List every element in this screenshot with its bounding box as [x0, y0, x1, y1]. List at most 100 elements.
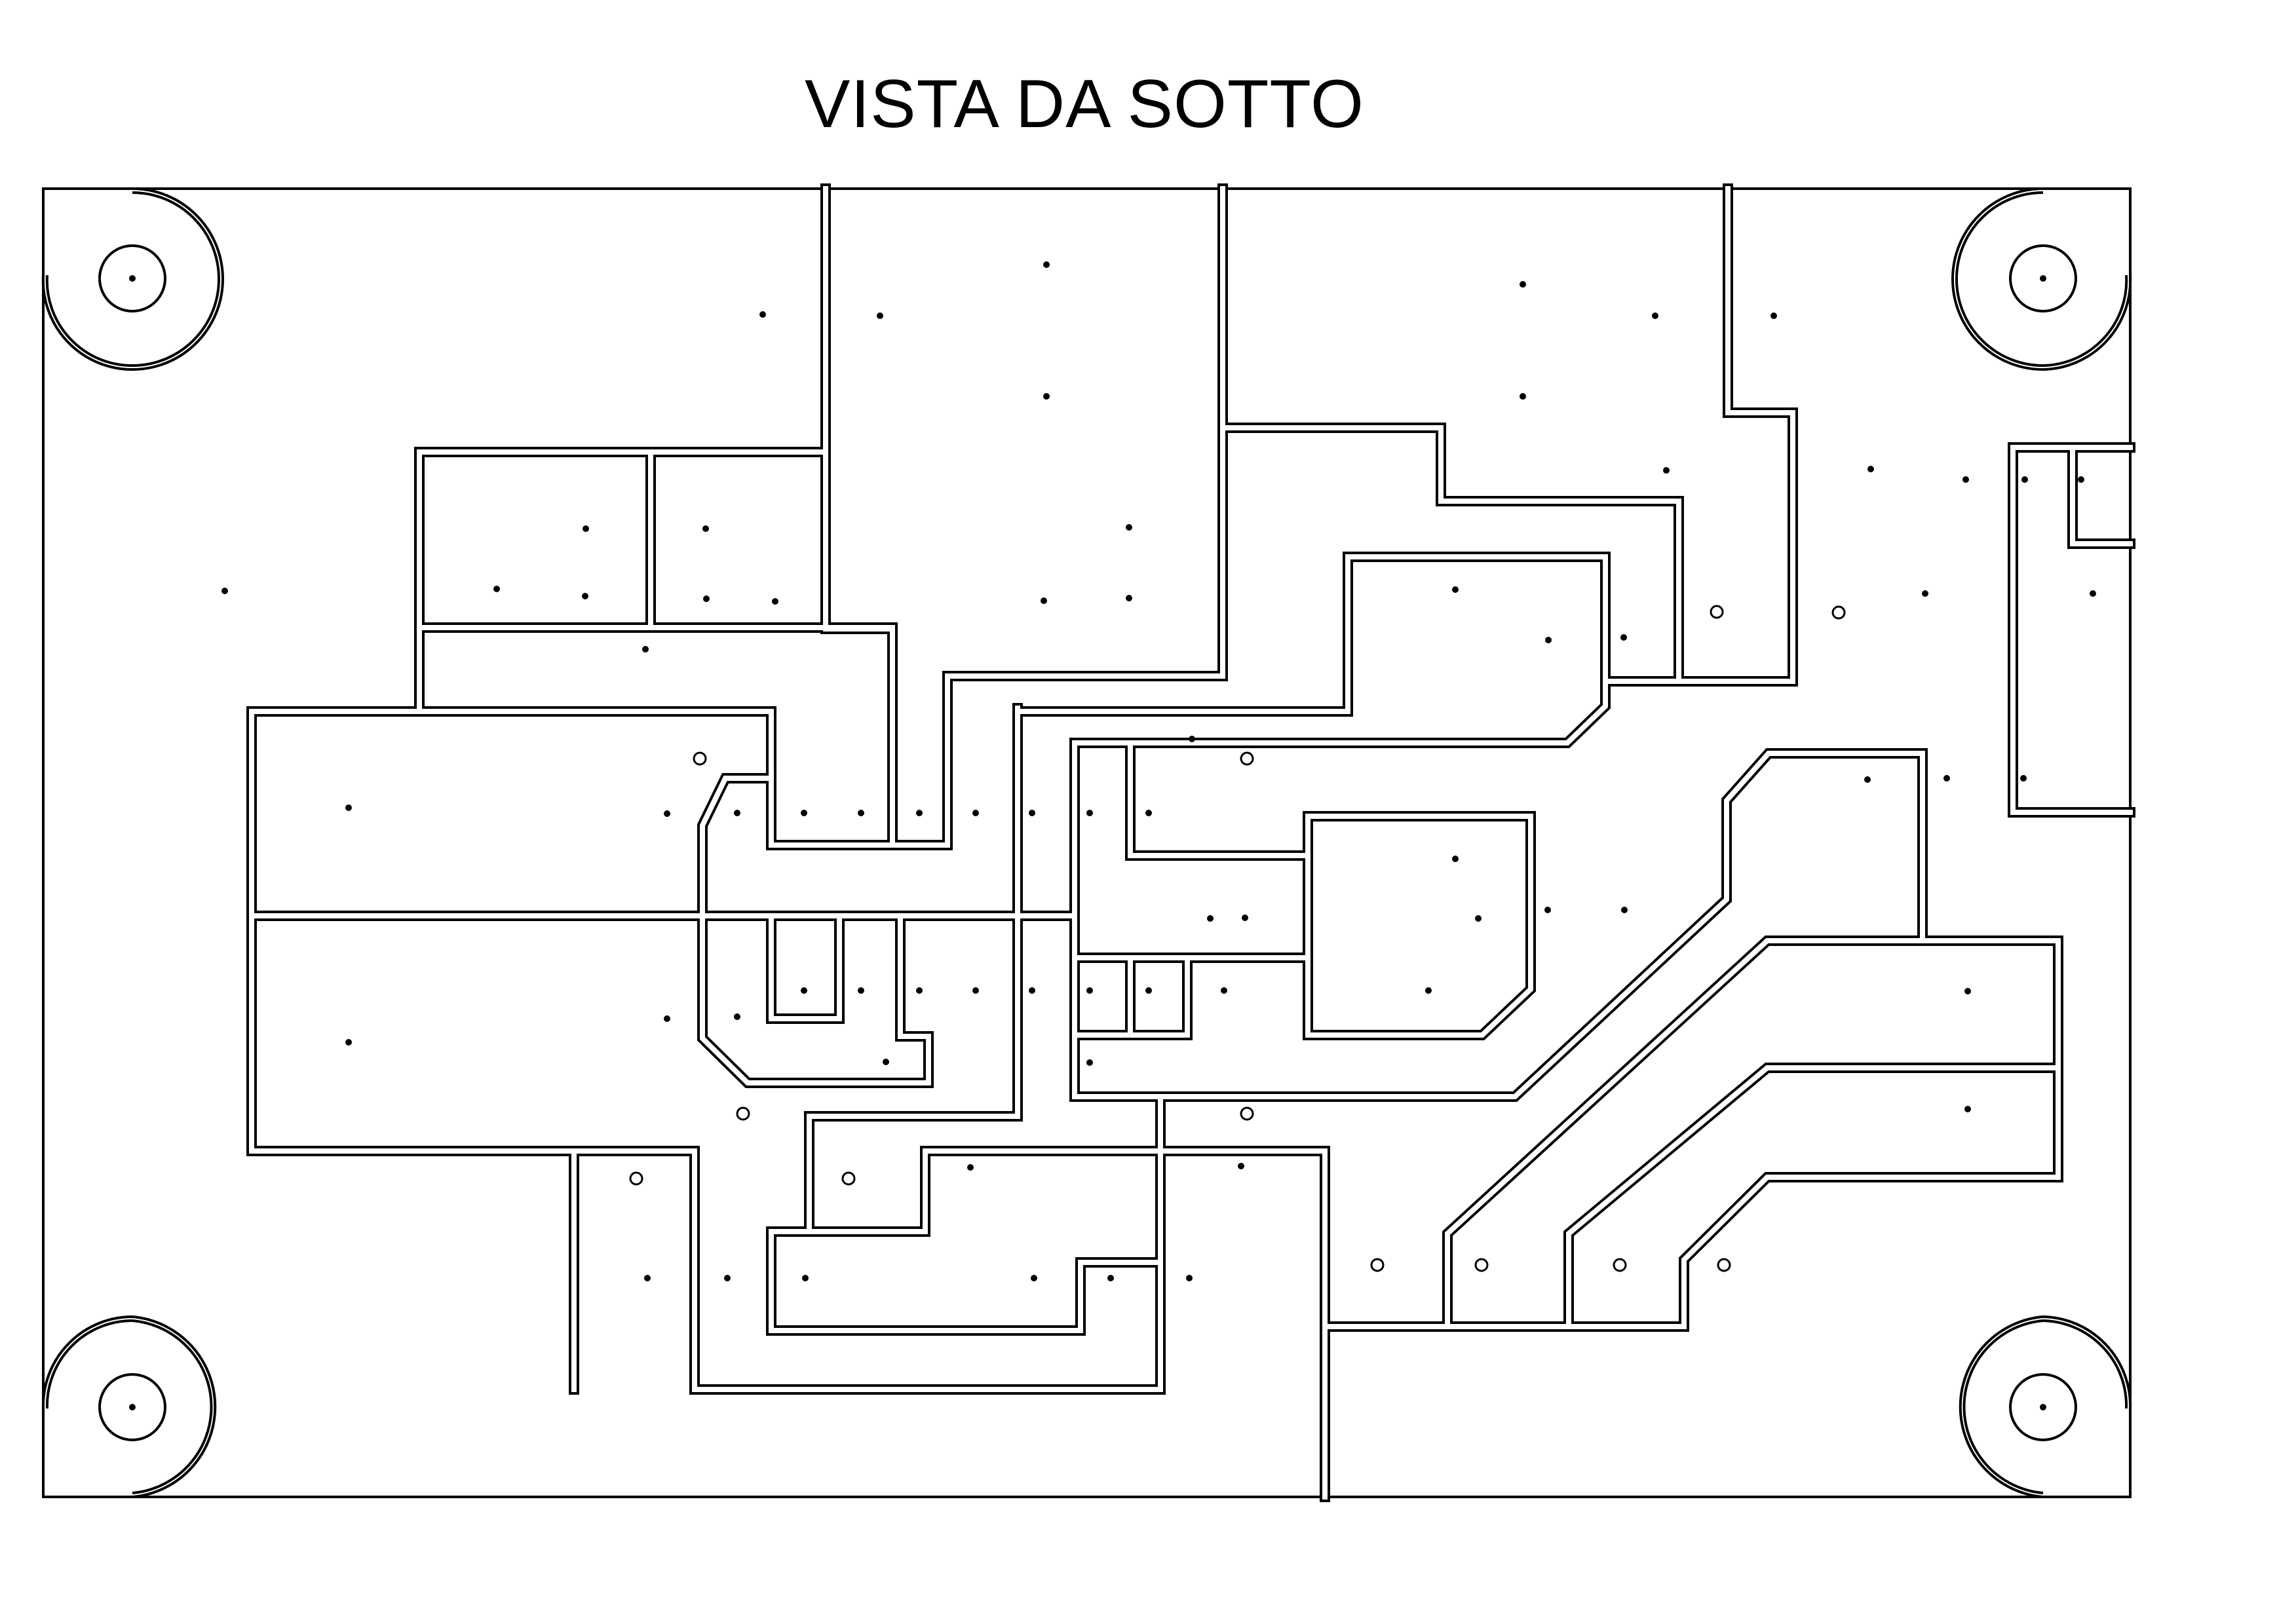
- via-hole-6: [1240, 1106, 1254, 1121]
- channel-8: [766, 911, 845, 1024]
- isolation-channels: [246, 183, 2135, 1502]
- pad-9: [493, 586, 500, 592]
- pad-52: [2078, 476, 2084, 483]
- pad-69: [1107, 1275, 1114, 1281]
- pad-63: [1964, 988, 1971, 994]
- channel-core-8: [769, 913, 842, 1021]
- pad-39: [1086, 1059, 1093, 1066]
- pad-12: [702, 525, 709, 532]
- channel-core-10: [769, 706, 1163, 1333]
- mounting-hole-bottom-left: [41, 1315, 217, 1498]
- pad-62: [1621, 907, 1628, 913]
- pad-16: [1189, 736, 1195, 742]
- pad-5: [1126, 524, 1132, 531]
- channel-core-14: [1015, 554, 1608, 714]
- mounting-hole-bottom-right: [1959, 1315, 2132, 1498]
- pad-44: [1520, 281, 1526, 288]
- pad-4: [1043, 393, 1050, 400]
- via-hole-3: [1710, 605, 1724, 619]
- via-hole-12: [1717, 1258, 1731, 1272]
- channel-14: [1012, 552, 1611, 717]
- pad-65: [644, 1275, 651, 1281]
- board-outline: [42, 187, 2132, 1498]
- pad-77: [1242, 915, 1248, 921]
- pad-13: [703, 595, 710, 602]
- isolation-channels-core: [249, 186, 2133, 1500]
- pad-54: [1545, 637, 1552, 643]
- pad-45: [1652, 312, 1658, 319]
- channel-core-5: [249, 186, 1225, 1392]
- pad-58: [1864, 776, 1871, 783]
- pad-41: [1452, 856, 1459, 862]
- channel-core-17: [1128, 740, 1311, 858]
- pad-31: [858, 987, 864, 994]
- pad-71: [1238, 1163, 1244, 1169]
- pad-66: [724, 1275, 731, 1281]
- channel-core-21: [2070, 445, 2133, 546]
- via-hole-1: [693, 751, 707, 766]
- pad-29: [734, 1013, 740, 1020]
- pad-37: [1221, 987, 1227, 994]
- channel-core-1: [823, 186, 895, 848]
- via-hole-11: [1613, 1258, 1627, 1272]
- pad-61: [1544, 907, 1551, 913]
- channel-core-23: [1566, 1065, 2061, 1329]
- via-hole-10: [1474, 1258, 1489, 1272]
- channel-15: [1303, 811, 1536, 1040]
- pad-15: [642, 646, 649, 652]
- pad-32: [916, 987, 923, 994]
- mounting-hole-top-left: [41, 187, 224, 371]
- channel-core-22: [1322, 938, 2061, 1329]
- pad-3: [1043, 261, 1050, 268]
- pad-34: [1029, 987, 1035, 994]
- pad-48: [1663, 467, 1670, 474]
- channel-core-2: [417, 449, 828, 714]
- pad-11: [582, 593, 588, 599]
- pad-7: [1126, 595, 1132, 601]
- via-hole-8: [841, 1171, 856, 1186]
- pad-24: [1029, 810, 1035, 816]
- pad-33: [972, 987, 979, 994]
- pad-50: [1962, 476, 1969, 483]
- pad-51: [2021, 476, 2028, 483]
- pad-27: [345, 1039, 352, 1046]
- via-holes: [629, 605, 1846, 1272]
- via-hole-9: [1370, 1258, 1385, 1272]
- pad-43: [1425, 987, 1432, 994]
- solder-pads: [221, 261, 2096, 1281]
- pad-49: [1867, 466, 1874, 472]
- channel-23: [1563, 1063, 2063, 1332]
- pad-17: [345, 804, 352, 811]
- pad-2: [877, 312, 883, 319]
- pad-14: [772, 598, 778, 605]
- channel-core-11: [807, 1148, 1328, 1500]
- via-hole-5: [736, 1106, 750, 1121]
- pad-72: [967, 1164, 974, 1171]
- pad-46: [1770, 312, 1777, 319]
- pad-70: [1186, 1275, 1193, 1281]
- pad-8: [221, 588, 228, 594]
- pad-59: [1943, 775, 1950, 782]
- pad-60: [2020, 775, 2027, 782]
- pad-53: [1452, 586, 1459, 593]
- channel-core-12: [1220, 425, 1681, 684]
- pad-28: [664, 1015, 670, 1022]
- pad-56: [1922, 590, 1928, 597]
- channel-21: [2067, 442, 2135, 549]
- pad-26: [1145, 810, 1152, 816]
- channel-1: [820, 183, 898, 850]
- pad-10: [583, 525, 589, 532]
- pad-42: [1475, 915, 1482, 922]
- pad-20: [801, 810, 807, 816]
- pad-68: [1031, 1275, 1037, 1281]
- pad-36: [1145, 987, 1152, 994]
- pad-38: [883, 1059, 889, 1065]
- pad-47: [1520, 393, 1526, 400]
- pad-18: [664, 810, 670, 817]
- via-hole-4: [1831, 605, 1846, 620]
- channel-17: [1125, 738, 1313, 861]
- via-hole-7: [629, 1171, 643, 1186]
- pad-67: [802, 1275, 809, 1281]
- channel-core-7: [700, 709, 931, 1086]
